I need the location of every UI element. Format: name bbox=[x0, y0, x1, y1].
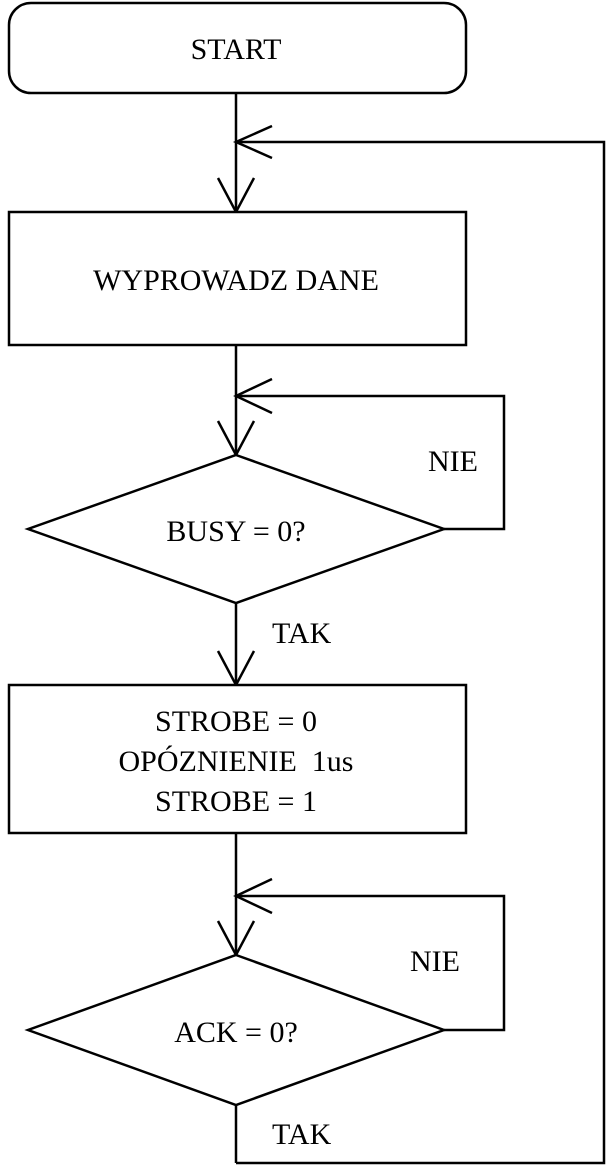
strobe-process bbox=[7, 683, 468, 835]
flow-busy-no-loop bbox=[236, 394, 506, 531]
ack-decision-label: ACK = 0? bbox=[174, 1016, 298, 1049]
busy-no-label: NIE bbox=[428, 445, 478, 478]
arrowhead-busy-loop bbox=[233, 377, 273, 415]
ack-no-label: NIE bbox=[410, 945, 460, 978]
output-data-label: WYPROWADZ DANE bbox=[93, 264, 379, 297]
start-label: START bbox=[191, 33, 282, 66]
ack-yes-label: TAK bbox=[272, 1118, 332, 1151]
strobe-line-3: STROBE = 1 bbox=[155, 785, 317, 818]
arrowhead-ack-loop bbox=[233, 877, 273, 915]
start-terminator bbox=[7, 1, 468, 95]
strobe-line-1: STROBE = 0 bbox=[155, 705, 317, 738]
flow-loop-back bbox=[236, 140, 606, 1165]
flow-ack-no-loop bbox=[236, 894, 506, 1032]
output-data-process bbox=[7, 210, 468, 347]
busy-yes-label: TAK bbox=[272, 617, 332, 650]
arrowhead-loop-back bbox=[232, 124, 273, 160]
busy-decision-label: BUSY = 0? bbox=[166, 515, 305, 548]
strobe-line-2: OPÓZNIENIE 1us bbox=[119, 745, 354, 778]
